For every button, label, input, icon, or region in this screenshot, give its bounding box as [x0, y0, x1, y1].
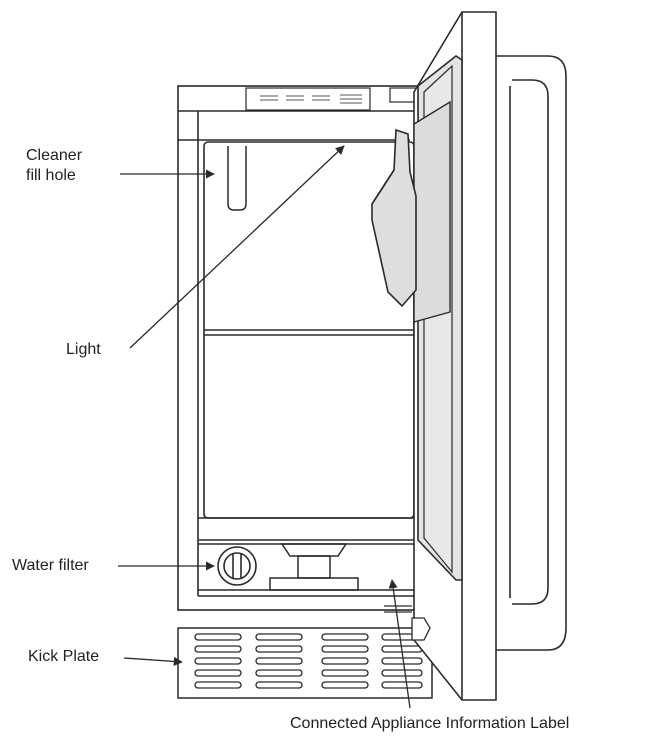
control-panel — [245, 87, 371, 111]
label-cleaner-line2: fill hole — [26, 167, 76, 184]
door — [384, 11, 497, 701]
kick-plate-vents — [194, 633, 423, 689]
drain-fitting — [269, 543, 359, 591]
control-panel-marks — [260, 94, 362, 104]
cabinet — [177, 85, 423, 611]
cleaner-fill-hole — [227, 146, 247, 211]
label-kick-plate: Kick Plate — [28, 648, 100, 665]
arrow-kick-plate — [123, 656, 183, 666]
arrow-connected-label — [388, 579, 411, 709]
label-cleaner-fill-hole: Cleaner fill hole — [26, 146, 82, 186]
leader-lines — [118, 145, 411, 709]
label-light: Light — [66, 341, 101, 358]
label-water-filter: Water filter — [12, 557, 89, 574]
label-cleaner-line1: Cleaner — [26, 147, 83, 164]
arrow-light — [129, 145, 345, 349]
door-handle — [496, 55, 567, 651]
ice-scoop — [371, 128, 417, 308]
water-filter — [217, 546, 257, 586]
label-connected-appliance-information: Connected Appliance Information Label — [290, 715, 570, 732]
